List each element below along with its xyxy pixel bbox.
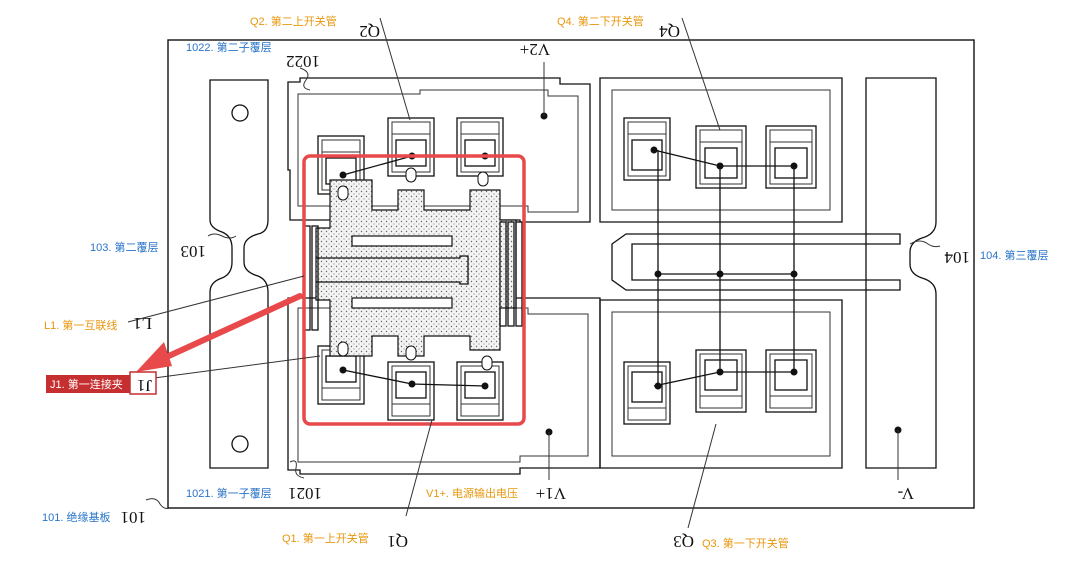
second-sub-cladding bbox=[287, 77, 591, 223]
ref-l1: L1 bbox=[133, 314, 152, 333]
q4-lower-switch-chips bbox=[623, 117, 817, 189]
ref-103: 103 bbox=[181, 242, 207, 261]
ref-q1: Q1 bbox=[387, 532, 408, 551]
label-q2: Q2. 第二上开关管 bbox=[250, 14, 337, 28]
connection-dots bbox=[339, 112, 902, 436]
label-1022: 1022. 第二子覆层 bbox=[186, 40, 272, 54]
q3-lower-switch-chips bbox=[623, 349, 817, 425]
ref-q2: Q2 bbox=[359, 22, 380, 41]
ref-q3: Q3 bbox=[673, 532, 694, 551]
highlight-box bbox=[302, 154, 526, 426]
label-l1: L1. 第一互联线 bbox=[44, 318, 117, 332]
ref-101: 101 bbox=[121, 508, 147, 527]
third-cladding-lower bbox=[599, 299, 843, 469]
ref-q4: Q4 bbox=[659, 22, 680, 41]
ref-v1: V1+ bbox=[536, 484, 566, 503]
reference-numbers: Q2 Q4 1022 V2+ 103 104 L1 1021 V1+ V- 10… bbox=[121, 22, 971, 551]
label-j1: J1. 第一连接夹 bbox=[50, 377, 123, 391]
label-101: 101. 绝缘基板 bbox=[42, 510, 110, 524]
ref-j1: J1 bbox=[137, 376, 152, 395]
label-1021: 1021. 第一子覆层 bbox=[186, 486, 272, 500]
second-cladding-left bbox=[209, 79, 269, 469]
highlight-arrow bbox=[136, 293, 303, 372]
first-connecting-clip bbox=[315, 179, 517, 357]
label-q1: Q1. 第一上开关管 bbox=[282, 531, 369, 545]
label-104: 104. 第三覆层 bbox=[980, 248, 1048, 262]
third-cladding-upper bbox=[599, 77, 937, 469]
insulating-substrate bbox=[167, 39, 975, 509]
label-v1: V1+. 电源输出电压 bbox=[426, 486, 518, 500]
ref-v2: V2+ bbox=[520, 40, 550, 59]
ref-vminus: V- bbox=[897, 484, 914, 503]
ref-1022: 1022 bbox=[286, 52, 320, 71]
label-q4: Q4. 第二下开关管 bbox=[557, 14, 644, 28]
middle-channel bbox=[611, 233, 901, 291]
annotation-labels: Q2. 第二上开关管 Q4. 第二下开关管 1022. 第二子覆层 103. 第… bbox=[42, 14, 1048, 550]
clip-pads bbox=[337, 167, 493, 371]
label-103: 103. 第二覆层 bbox=[90, 240, 158, 254]
ref-1021: 1021 bbox=[288, 484, 322, 503]
ref-104: 104 bbox=[944, 248, 970, 267]
j1-ref-box: J1 bbox=[129, 371, 157, 395]
label-q3: Q3. 第一下开关管 bbox=[702, 536, 789, 550]
j1-label-badge bbox=[46, 375, 130, 393]
leader-lines bbox=[127, 17, 941, 529]
